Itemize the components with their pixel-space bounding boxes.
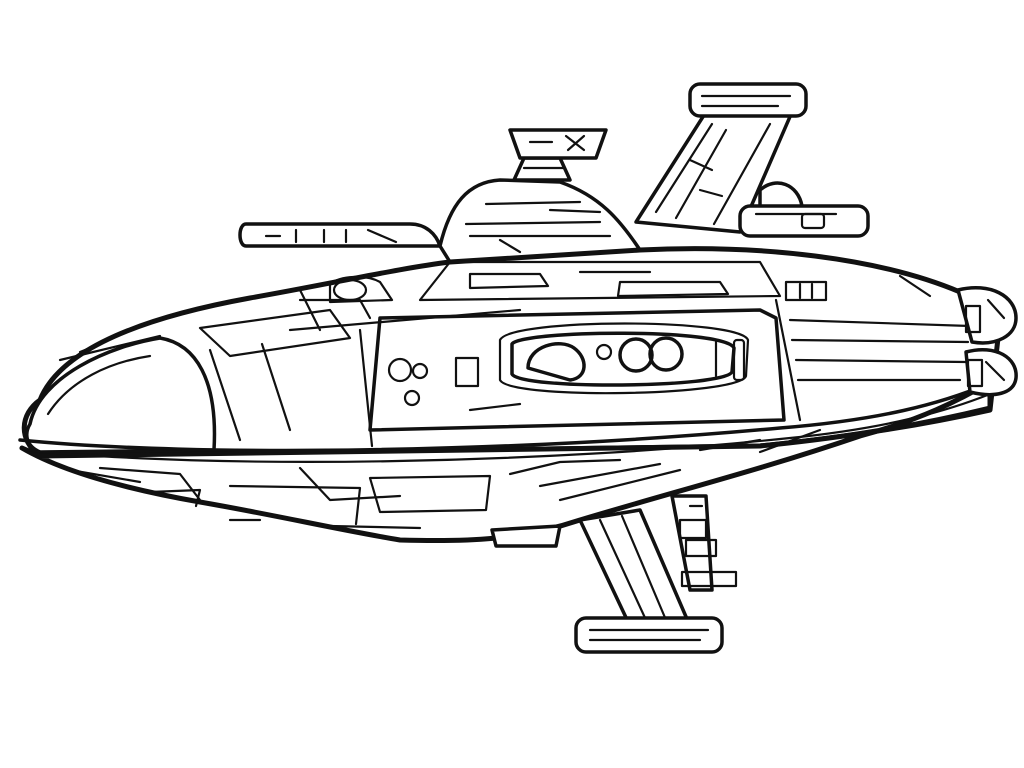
engine-cluster <box>956 285 1018 397</box>
right-cannon <box>738 181 870 238</box>
bridge-tower <box>438 128 642 264</box>
left-cannon <box>238 222 442 248</box>
lower-wing <box>490 494 738 654</box>
upper-right-wing <box>634 82 808 234</box>
main-hull <box>18 246 1003 544</box>
